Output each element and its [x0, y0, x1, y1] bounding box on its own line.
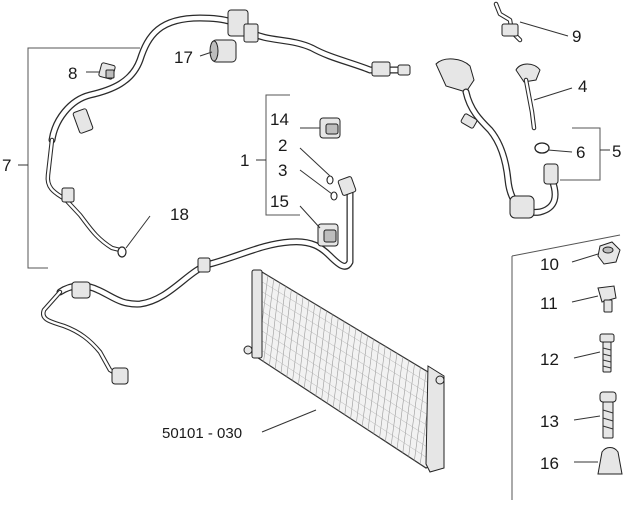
- bolt-icon: [599, 333, 615, 373]
- o-ring-icon: [330, 191, 338, 201]
- condenser-fin: [414, 370, 427, 461]
- condenser-tube: [256, 317, 432, 429]
- condenser-fin: [379, 349, 392, 438]
- o-ring-icon: [117, 246, 127, 258]
- condenser-fin: [309, 307, 321, 393]
- condenser-fin: [298, 300, 310, 385]
- callout-11: 11: [540, 294, 558, 313]
- condenser-fin: [390, 356, 404, 446]
- condenser-fins: [251, 271, 437, 465]
- condenser-part-reference: 50101 - 030: [162, 425, 242, 442]
- nut-icon: [597, 241, 621, 265]
- condenser-fin: [332, 321, 345, 408]
- fastener-panel-divider: [511, 234, 621, 500]
- right-refrigerant-hose: [435, 58, 559, 219]
- bolt-icon: [597, 285, 617, 313]
- condenser-fin: [263, 279, 275, 362]
- callout-15: 15: [270, 192, 289, 211]
- clip-icon: [317, 223, 339, 247]
- condenser-fin: [396, 360, 409, 450]
- callout-8: 8: [68, 64, 77, 83]
- condenser-fin: [269, 282, 280, 366]
- condenser-fin: [408, 367, 421, 457]
- leader-lines: [86, 21, 601, 463]
- rubber-bush-icon: [597, 447, 623, 475]
- callout-6: 6: [576, 143, 585, 162]
- callout-4: 4: [578, 77, 587, 96]
- callout-10: 10: [540, 255, 559, 274]
- condenser-fin: [373, 346, 386, 434]
- bolt-icon: [599, 391, 617, 439]
- bracket-5: [560, 127, 610, 181]
- pipe-fitting-4: [515, 63, 541, 131]
- condenser-fin: [292, 296, 304, 381]
- middle-refrigerant-line: [41, 176, 357, 385]
- condenser-tube: [260, 280, 437, 389]
- mounting-bracket: [493, 1, 523, 43]
- condenser-fin: [286, 293, 298, 377]
- rubber-bush-icon: [209, 39, 237, 63]
- o-ring-icon: [534, 142, 550, 154]
- condenser-fin: [338, 324, 351, 412]
- condenser-fin: [280, 289, 292, 374]
- condenser-tube: [255, 326, 431, 439]
- condenser-fin: [350, 332, 363, 419]
- condenser-tube: [254, 335, 429, 449]
- callout-17: 17: [174, 48, 193, 67]
- callout-3: 3: [278, 161, 287, 180]
- condenser-fin: [385, 353, 398, 442]
- bracket-1: [256, 94, 300, 216]
- callout-12: 12: [540, 350, 559, 369]
- condenser-tube: [257, 308, 433, 419]
- condenser-fin: [402, 363, 415, 453]
- bracket-7: [18, 47, 140, 269]
- condenser-fin: [303, 303, 316, 389]
- callout-13: 13: [540, 412, 559, 431]
- condenser-fin: [274, 286, 286, 370]
- condenser-fin: [315, 310, 327, 396]
- o-ring-icon: [326, 175, 334, 185]
- condenser-fin: [367, 342, 380, 431]
- callout-2: 2: [278, 136, 287, 155]
- clip-icon: [98, 62, 116, 80]
- callout-9: 9: [572, 27, 581, 46]
- callout-labels: 7 8 17 18 9 4 6 5 14 2 1 3 15 10 11 12 1…: [2, 27, 621, 473]
- condenser-tube: [258, 299, 435, 409]
- upper-refrigerant-hose: [45, 9, 411, 253]
- condenser-fin: [321, 314, 333, 400]
- condenser-fin: [327, 317, 339, 404]
- condenser-fin: [356, 335, 368, 423]
- condenser-tube: [259, 290, 436, 399]
- callout-7: 7: [2, 156, 11, 175]
- condenser-fin: [344, 328, 357, 415]
- callout-16: 16: [540, 454, 559, 473]
- condenser-icon: [243, 269, 445, 473]
- callout-1: 1: [240, 151, 249, 170]
- condenser-tube: [252, 344, 428, 459]
- callout-5: 5: [612, 142, 621, 161]
- callout-14: 14: [270, 110, 289, 129]
- clip-icon: [319, 117, 341, 139]
- callout-18: 18: [170, 205, 189, 224]
- condenser-fin: [361, 339, 374, 427]
